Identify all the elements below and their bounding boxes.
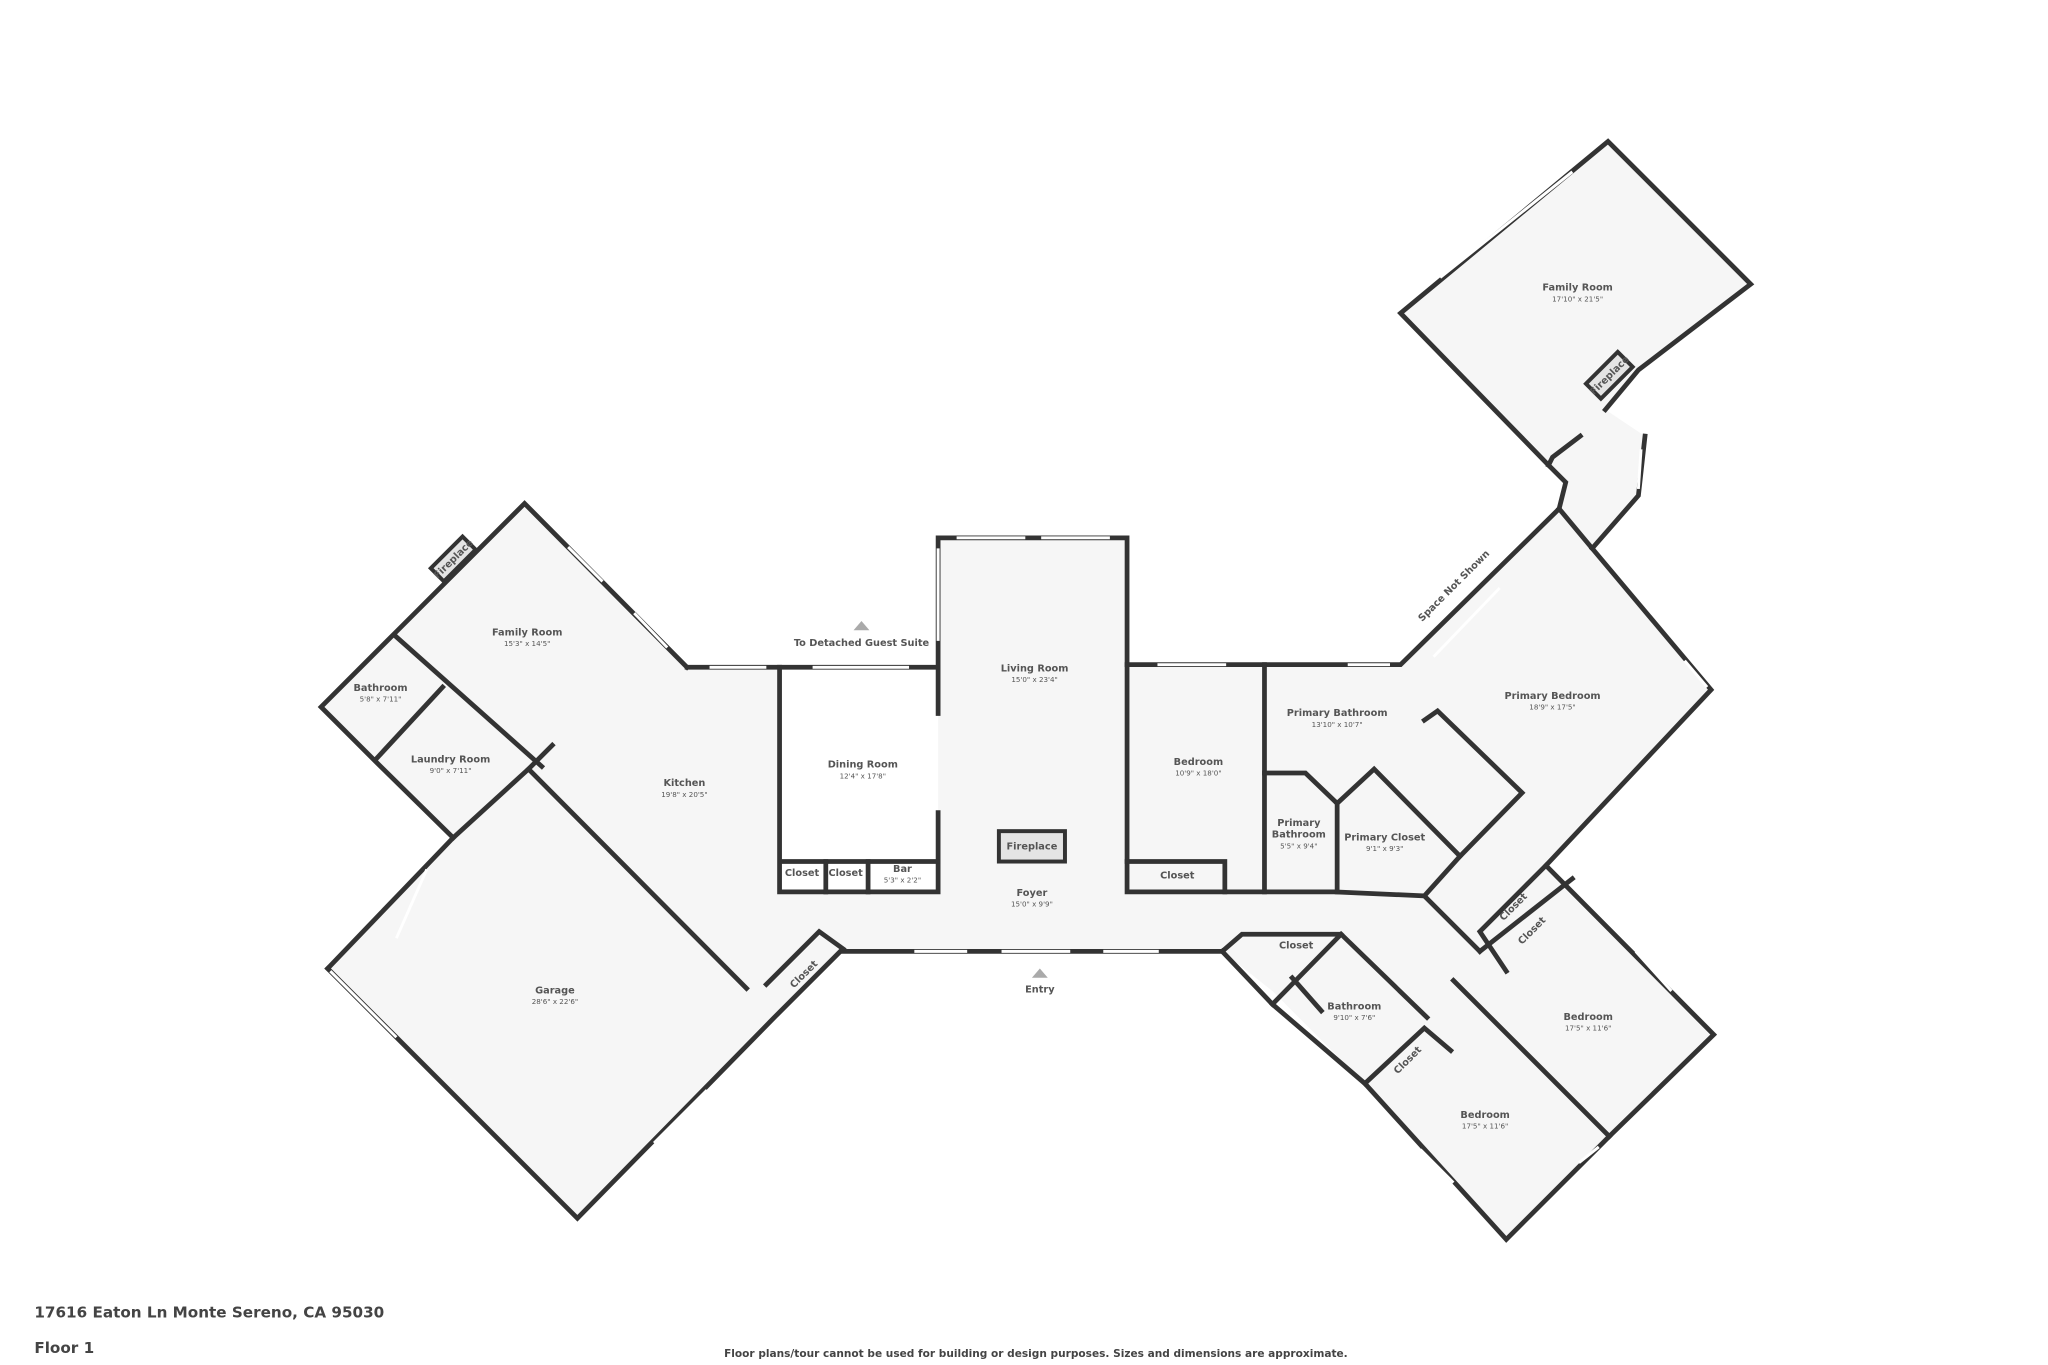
- svg-text:Primary Closet: Primary Closet: [1344, 832, 1425, 843]
- svg-text:13'10" x 10'7": 13'10" x 10'7": [1312, 720, 1363, 729]
- svg-text:Bathroom: Bathroom: [1272, 830, 1326, 841]
- svg-text:12'4" x 17'8": 12'4" x 17'8": [840, 771, 886, 780]
- svg-text:Bar: Bar: [893, 864, 912, 875]
- closet-label: Closet: [1160, 871, 1195, 882]
- svg-text:Bathroom: Bathroom: [1327, 1002, 1381, 1013]
- svg-text:17'5" x 11'6": 17'5" x 11'6": [1462, 1121, 1508, 1130]
- svg-text:18'9" x 17'5": 18'9" x 17'5": [1529, 703, 1575, 712]
- svg-text:Primary: Primary: [1277, 818, 1321, 829]
- floor-label: Floor 1: [34, 1339, 94, 1357]
- svg-text:Garage: Garage: [535, 986, 575, 997]
- svg-text:Primary Bedroom: Primary Bedroom: [1504, 691, 1600, 702]
- svg-text:15'3" x 14'5": 15'3" x 14'5": [504, 639, 550, 648]
- triangle-up-icon: [1031, 968, 1048, 978]
- svg-text:Bedroom: Bedroom: [1460, 1110, 1509, 1121]
- svg-text:Family Room: Family Room: [1542, 283, 1612, 294]
- svg-text:19'8" x 20'5": 19'8" x 20'5": [661, 790, 707, 799]
- closet-label: Closet: [785, 868, 820, 879]
- svg-text:5'8" x 7'11": 5'8" x 7'11": [360, 695, 402, 704]
- svg-text:To Detached Guest Suite: To Detached Guest Suite: [794, 638, 930, 649]
- svg-text:9'0" x 7'11": 9'0" x 7'11": [430, 766, 472, 775]
- fireplace-center: Fireplace: [996, 829, 1067, 864]
- closet-label: Closet: [1279, 941, 1314, 952]
- svg-text:28'6" x 22'6": 28'6" x 22'6": [532, 997, 578, 1006]
- windows: [329, 170, 1709, 1184]
- svg-text:Dining Room: Dining Room: [828, 760, 898, 771]
- property-address: 17616 Eaton Ln Monte Sereno, CA 95030: [34, 1303, 384, 1321]
- svg-text:9'1" x 9'3": 9'1" x 9'3": [1366, 844, 1403, 853]
- svg-text:Kitchen: Kitchen: [663, 778, 705, 789]
- closet-label: Closet: [828, 868, 863, 879]
- svg-text:Bedroom: Bedroom: [1563, 1012, 1612, 1023]
- entry-marker[interactable]: Entry: [1025, 968, 1055, 996]
- svg-text:15'0" x 9'9": 15'0" x 9'9": [1011, 899, 1053, 908]
- disclaimer: Floor plans/tour cannot be used for buil…: [724, 1348, 1348, 1360]
- svg-text:Foyer: Foyer: [1017, 888, 1048, 899]
- svg-text:5'3" x 2'2": 5'3" x 2'2": [884, 876, 921, 885]
- svg-text:10'9" x 18'0": 10'9" x 18'0": [1175, 769, 1221, 778]
- svg-text:Bathroom: Bathroom: [353, 683, 407, 694]
- svg-text:17'10" x 21'5": 17'10" x 21'5": [1552, 294, 1603, 303]
- svg-text:15'0" x 23'4": 15'0" x 23'4": [1011, 675, 1057, 684]
- svg-text:Entry: Entry: [1025, 984, 1055, 995]
- svg-text:Primary Bathroom: Primary Bathroom: [1287, 708, 1388, 719]
- svg-text:Laundry Room: Laundry Room: [411, 754, 490, 765]
- svg-text:17'5" x 11'6": 17'5" x 11'6": [1565, 1024, 1611, 1033]
- svg-text:5'5" x 9'4": 5'5" x 9'4": [1280, 841, 1317, 850]
- fireplace-label: Fireplace: [1007, 842, 1058, 853]
- svg-text:Living Room: Living Room: [1001, 663, 1069, 674]
- svg-text:Bedroom: Bedroom: [1174, 757, 1223, 768]
- svg-text:9'10" x 7'6": 9'10" x 7'6": [1333, 1013, 1375, 1022]
- guest-suite-marker[interactable]: To Detached Guest Suite: [794, 621, 930, 649]
- triangle-up-icon: [853, 621, 870, 631]
- svg-text:Family Room: Family Room: [492, 628, 562, 639]
